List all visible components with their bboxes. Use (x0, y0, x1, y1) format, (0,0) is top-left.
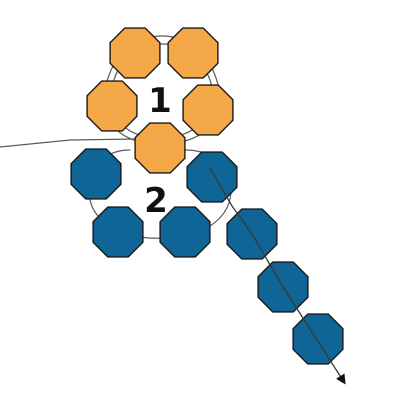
step-label-one: 1 (148, 81, 172, 121)
orange-bead-4 (182, 84, 234, 136)
incoming-thread (0, 138, 136, 148)
outgoing-thread (209, 167, 346, 385)
blue-bead-1 (70, 148, 122, 200)
blue-bead-7 (292, 313, 344, 365)
blue-bead-2 (92, 206, 144, 258)
bead-group (70, 27, 344, 365)
orange-bead-1 (109, 27, 161, 79)
step-label-two: 2 (144, 181, 168, 221)
orange-bead-3 (86, 80, 138, 132)
blue-bead-4 (186, 151, 238, 203)
blue-bead-3 (159, 206, 211, 258)
orange-bead-5 (134, 122, 186, 174)
orange-bead-2 (167, 27, 219, 79)
